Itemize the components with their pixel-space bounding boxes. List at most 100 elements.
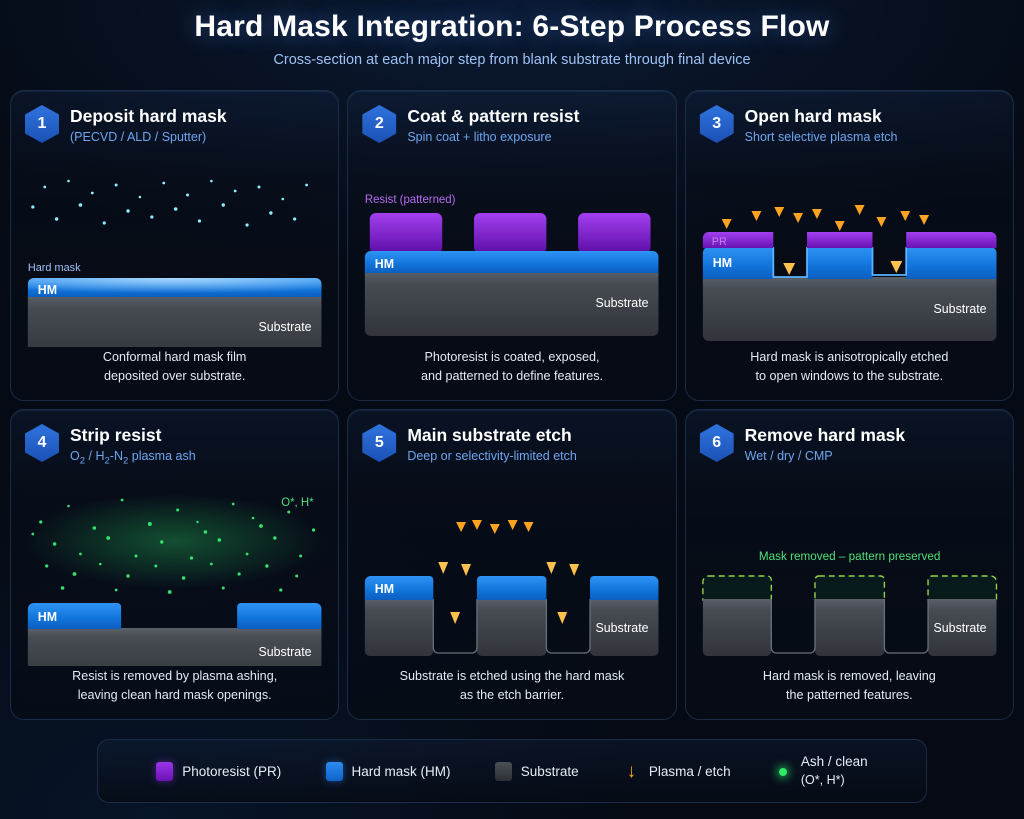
substrate-label-5: Substrate xyxy=(596,621,649,635)
caption-line-2: to open windows to the substrate. xyxy=(755,369,944,384)
substrate-block-1: Substrate xyxy=(27,296,322,347)
subtitle-h-sub: 2 xyxy=(104,455,110,467)
subtitle-n: -N xyxy=(109,449,123,464)
step-header-6: 6 Remove hard mask Wet / dry / CMP xyxy=(686,410,1013,463)
step-subtitle-4: O2 / H2-N2 plasma ash xyxy=(70,449,196,467)
cross-section-5: Substrate HM xyxy=(348,466,675,666)
step-title-1: Deposit hard mask xyxy=(70,106,227,126)
cross-section-6: Mask removed – pattern preserved Substra… xyxy=(686,466,1013,666)
step-title-4: Strip resist xyxy=(70,425,162,445)
step-subtitle-5: Deep or selectivity-limited etch xyxy=(407,449,577,464)
removed-mask-outlines-6 xyxy=(701,575,997,601)
cross-section-3: Substrate HM PR xyxy=(686,147,1013,347)
hm-label-3: HM xyxy=(712,256,731,270)
step-card-6[interactable]: 6 Remove hard mask Wet / dry / CMP Mask … xyxy=(684,409,1014,720)
step-header-5: 5 Main substrate etch Deep or selectivit… xyxy=(348,410,675,463)
step-caption-3: Hard mask is anisotropically etched to o… xyxy=(686,348,1013,386)
step-header-2: 2 Coat & pattern resist Spin coat + lith… xyxy=(348,91,675,144)
hard-mask-islands-4: HM xyxy=(27,603,322,629)
step-title-2: Coat & pattern resist xyxy=(407,106,580,126)
legend-label-ash-wrap: Ash / clean (O*, H*) xyxy=(801,753,868,789)
caption-line-1: Conformal hard mask film xyxy=(102,350,247,365)
hm-swatch-icon xyxy=(325,761,343,781)
caption-line-1: Photoresist is coated, exposed, xyxy=(424,350,600,365)
substrate-label-6: Substrate xyxy=(933,621,986,635)
substrate-label-3: Substrate xyxy=(933,302,986,316)
pr-annotation-3: PR xyxy=(711,236,726,248)
subtitle-n-sub: 2 xyxy=(122,455,129,467)
substrate-label-2: Substrate xyxy=(596,296,649,310)
pr-swatch-icon xyxy=(156,761,174,781)
step-subtitle-3: Short selective plasma etch xyxy=(744,130,898,145)
legend-label-ash-species: (O*, H*) xyxy=(800,773,845,787)
caption-line-1: Resist is removed by plasma ashing, xyxy=(72,669,278,684)
step-caption-1: Conformal hard mask film deposited over … xyxy=(11,348,338,386)
etched-substrate-5: Substrate xyxy=(365,599,659,656)
step-title-6: Remove hard mask xyxy=(744,425,906,445)
caption-line-1: Substrate is etched using the hard mask xyxy=(399,669,625,684)
legend-label-plasma: Plasma / etch xyxy=(648,763,731,779)
deposition-flux-icons xyxy=(31,165,308,249)
step-number-badge-1: 1 xyxy=(25,105,59,143)
step-title-5: Main substrate etch xyxy=(407,425,572,445)
hm-label-4: HM xyxy=(38,610,57,624)
step-subtitle-6: Wet / dry / CMP xyxy=(744,449,833,464)
plasma-arrow-icons-5 xyxy=(438,486,580,624)
subtitle-h: / H xyxy=(85,449,105,464)
caption-line-2: deposited over substrate. xyxy=(103,369,246,384)
step-header-3: 3 Open hard mask Short selective plasma … xyxy=(686,91,1013,144)
step-card-4[interactable]: 4 Strip resist O2 / H2-N2 plasma ash xyxy=(10,409,340,720)
ash-dot-icon xyxy=(775,762,792,781)
step-caption-4: Resist is removed by plasma ashing, leav… xyxy=(11,667,338,705)
step-card-5[interactable]: 5 Main substrate etch Deep or selectivit… xyxy=(347,409,677,720)
ash-particle-icons xyxy=(31,498,316,594)
hm-label-5: HM xyxy=(375,582,394,596)
subtitle-o-sub: 2 xyxy=(79,455,86,467)
plasma-arrow-icons-3 xyxy=(721,169,929,275)
substrate-label-4: Substrate xyxy=(259,645,312,659)
resist-annotation-2: Resist (patterned) xyxy=(365,194,456,206)
legend-item-substrate: Substrate xyxy=(494,761,579,781)
step-number-badge-4: 4 xyxy=(25,424,59,462)
step-card-1[interactable]: 1 Deposit hard mask (PECVD / ALD / Sputt… xyxy=(10,90,340,401)
step-number-badge-2: 2 xyxy=(362,105,397,143)
photoresist-blocks-2 xyxy=(370,213,651,253)
hard-mask-islands-5: HM xyxy=(365,576,659,600)
caption-line-2: as the etch barrier. xyxy=(459,688,565,703)
caption-line-1: Hard mask is removed, leaving xyxy=(762,669,936,684)
caption-line-2: the patterned features. xyxy=(785,688,913,703)
caption-line-1: Hard mask is anisotropically etched xyxy=(750,350,949,365)
step-title-3: Open hard mask xyxy=(744,106,882,126)
substrate-swatch-icon xyxy=(494,761,512,781)
step-header-1: 1 Deposit hard mask (PECVD / ALD / Sputt… xyxy=(11,91,338,144)
legend-item-hard-mask: Hard mask (HM) xyxy=(325,761,451,781)
step-subtitle-2: Spin coat + litho exposure xyxy=(407,130,552,145)
substrate-block-2: Substrate xyxy=(365,272,659,336)
legend-label-ash: Ash / clean xyxy=(800,753,868,769)
step-card-3[interactable]: 3 Open hard mask Short selective plasma … xyxy=(684,90,1014,401)
substrate-block-3: Substrate xyxy=(702,277,997,341)
subtitle-tail: plasma ash xyxy=(128,449,196,464)
step-number-badge-6: 6 xyxy=(699,424,734,462)
cross-section-4: O*, H* Substrate HM xyxy=(11,466,338,666)
cross-section-1: Hard mask Substrate HM xyxy=(11,147,338,347)
page-header: Hard Mask Integration: 6-Step Process Fl… xyxy=(0,0,1024,68)
photoresist-blocks-3: PR xyxy=(702,232,997,248)
step-number-badge-3: 3 xyxy=(699,105,734,143)
page-subtitle: Cross-section at each major step from bl… xyxy=(273,52,751,68)
hm-label-2: HM xyxy=(375,257,394,271)
substrate-label-1: Substrate xyxy=(259,320,312,334)
legend-label-photoresist: Photoresist (PR) xyxy=(182,763,282,779)
patterned-substrate-6: Substrate xyxy=(702,599,997,656)
subtitle-o: O xyxy=(70,449,80,464)
step-caption-5: Substrate is etched using the hard mask … xyxy=(348,667,675,705)
step-card-2[interactable]: 2 Coat & pattern resist Spin coat + lith… xyxy=(347,90,677,401)
hard-mask-layer-3: HM xyxy=(702,247,997,279)
mask-removed-annotation-6: Mask removed – pattern preserved xyxy=(759,550,940,563)
hard-mask-layer-1: HM xyxy=(27,278,322,297)
legend-item-plasma: ↓ Plasma / etch xyxy=(623,762,731,781)
caption-line-2: and patterned to define features. xyxy=(420,369,604,384)
step-header-4: 4 Strip resist O2 / H2-N2 plasma ash xyxy=(11,410,338,467)
step-number-badge-5: 5 xyxy=(362,424,397,462)
legend-label-substrate: Substrate xyxy=(520,763,579,779)
